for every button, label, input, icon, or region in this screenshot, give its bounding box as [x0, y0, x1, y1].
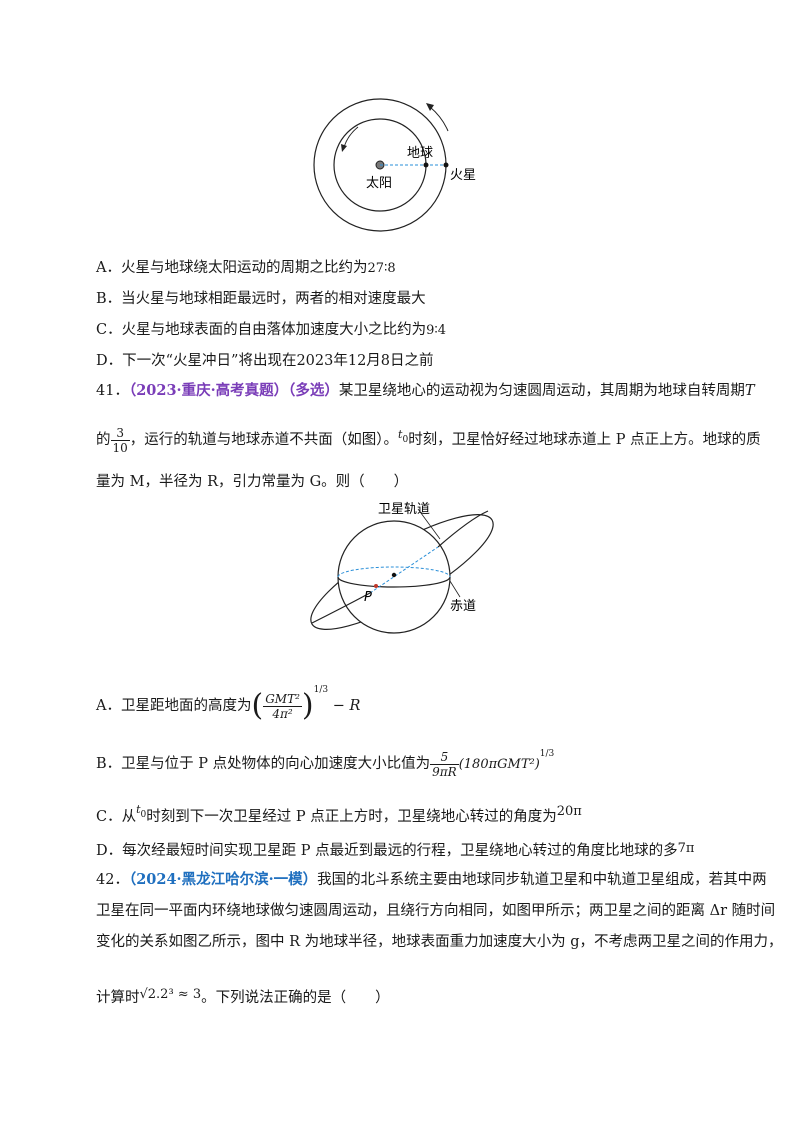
earth-label: 地球 — [407, 146, 433, 161]
question-number: 41． — [96, 383, 129, 399]
q42-line2: 卫星在同一平面内环绕地球做匀速圆周运动，且绕行方向相同，如图甲所示；两卫星之间的… — [96, 903, 776, 919]
mars-dot — [443, 162, 449, 168]
sun-label: 太阳 — [366, 176, 392, 191]
question-number: 42． — [96, 872, 129, 888]
orbit-figure: 太阳 地球 火星 — [313, 98, 476, 232]
orbit-label: 卫星轨道 — [378, 502, 430, 517]
point-p — [374, 584, 378, 588]
orbit-label-leader — [417, 508, 441, 540]
earth-center-dot — [391, 572, 397, 578]
q40-option-b: B．当火星与地球相距最远时，两者的相对速度最大 — [96, 291, 426, 307]
q40-option-d: D．下一次“火星冲日”将出现在2023年12月8日之前 — [96, 353, 434, 369]
p-label: P — [364, 590, 372, 605]
q42-line1: 42．（2024·黑龙江哈尔滨·一模）我国的北斗系统主要由地球同步轨道卫星和中轨… — [96, 871, 767, 888]
satellite-orbit-figure: 卫星轨道 赤道 P — [310, 502, 494, 634]
q40-option-c: C．火星与地球表面的自由落体加速度大小之比约为9∶4 — [96, 322, 447, 338]
multi-select-tag: （多选） — [288, 382, 339, 399]
q41-line3: 量为 M，半径为 R，引力常量为 G。则（ ） — [96, 474, 409, 490]
earth-dot — [423, 162, 429, 168]
orbit-front-arc — [311, 592, 371, 624]
q41-option-c: C．从t0时刻到下一次卫星经过 P 点正上方时，卫星绕地心转过的角度为20π — [96, 803, 582, 825]
q42-line4: 计算时√2.2³ ≈ 3。下列说法正确的是（ ） — [96, 987, 390, 1006]
source-tag: （2023·重庆·高考真题） — [128, 382, 289, 399]
q41-line1: 41．（2023·重庆·高考真题）（多选）某卫星绕地心的运动视为匀速圆周运动，其… — [96, 382, 755, 399]
mars-label: 火星 — [450, 168, 476, 183]
q40-option-a: A．火星与地球绕太阳运动的周期之比约为27∶8 — [96, 260, 396, 276]
equator-back — [337, 566, 451, 578]
mars-arrowhead-icon — [426, 103, 434, 111]
mars-arrow-icon — [429, 106, 449, 132]
earth-arrowhead-icon — [341, 144, 347, 152]
orbit-hidden-segment — [369, 546, 439, 594]
q41-option-d: D．每次经最短时间实现卫星距 P 点最近到最远的行程，卫星绕地心转过的角度比地球… — [96, 841, 695, 859]
earth-arrow-icon — [343, 126, 359, 148]
equator-label-leader — [449, 580, 461, 598]
source-tag: （2024·黑龙江哈尔滨·一模） — [128, 871, 318, 888]
equator-label: 赤道 — [450, 599, 476, 614]
q42-line3: 变化的关系如图乙所示，图中 R 为地球半径，地球表面重力加速度大小为 g，不考虑… — [96, 934, 783, 950]
orbit-front-arc-right — [437, 510, 489, 548]
equator-front — [337, 576, 451, 588]
